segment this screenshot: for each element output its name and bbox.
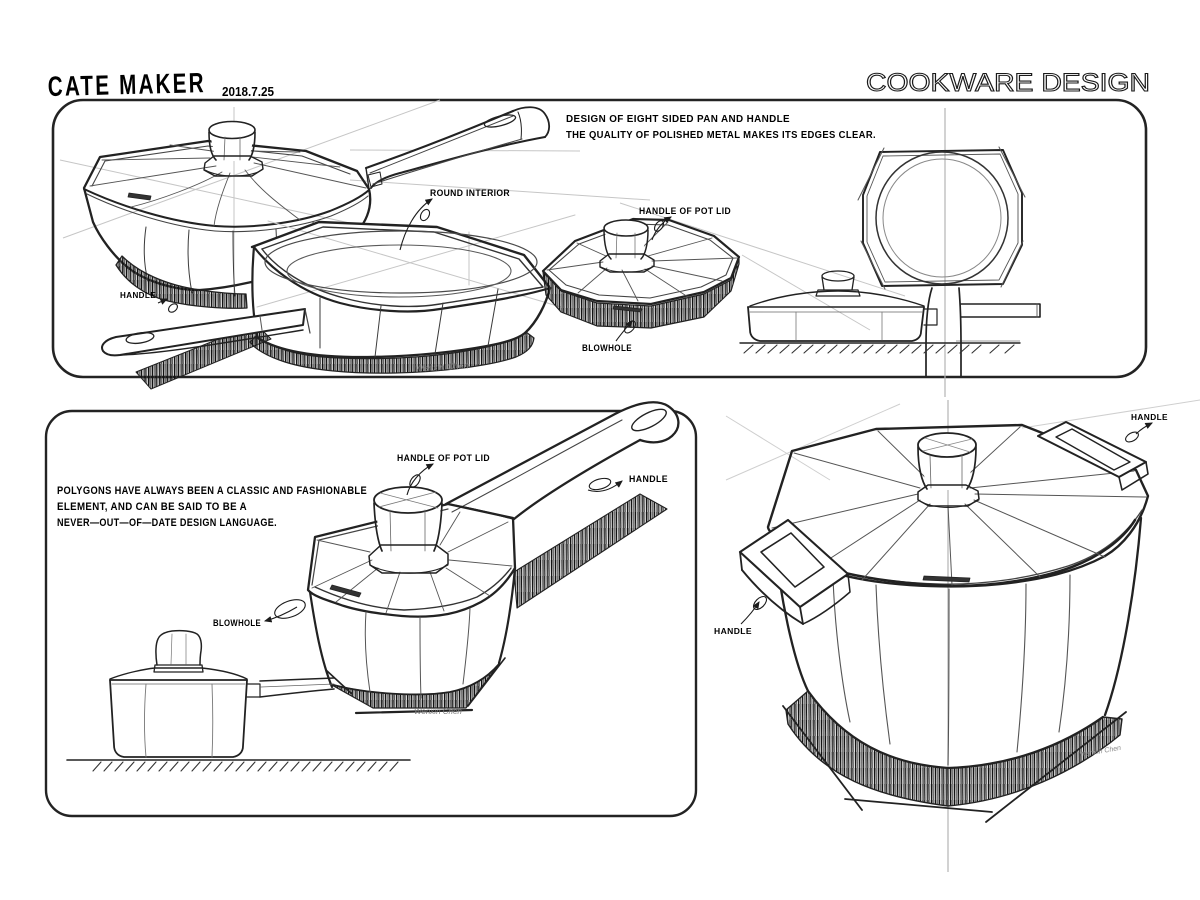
svg-text:HANDLE: HANDLE <box>120 290 156 300</box>
svg-text:HANDLE OF POT LID: HANDLE OF POT LID <box>397 453 490 463</box>
svg-text:Wenxin Chen: Wenxin Chen <box>414 707 462 716</box>
svg-text:HANDLE: HANDLE <box>714 626 752 636</box>
svg-text:ROUND INTERIOR: ROUND INTERIOR <box>430 188 510 199</box>
svg-text:ELEMENT, AND CAN BE SAID TO BE: ELEMENT, AND CAN BE SAID TO BE A <box>57 501 247 513</box>
svg-text:CATE MAKER: CATE MAKER <box>47 67 206 102</box>
svg-text:THE QUALITY OF POLISHED METAL: THE QUALITY OF POLISHED METAL MAKES ITS … <box>566 129 876 141</box>
svg-text:DESIGN OF EIGHT SIDED PAN AND: DESIGN OF EIGHT SIDED PAN AND HANDLE <box>566 113 790 125</box>
svg-text:BLOWHOLE: BLOWHOLE <box>582 343 632 353</box>
svg-text:POLYGONS HAVE ALWAYS BEEN A CL: POLYGONS HAVE ALWAYS BEEN A CLASSIC AND … <box>57 485 367 497</box>
svg-text:NEVER—OUT—OF—DATE DESIGN LANGU: NEVER—OUT—OF—DATE DESIGN LANGUAGE. <box>57 517 277 529</box>
svg-text:HANDLE: HANDLE <box>629 474 668 484</box>
svg-text:Wenxin Chen: Wenxin Chen <box>414 360 468 374</box>
svg-text:HANDLE: HANDLE <box>1131 413 1168 422</box>
svg-text:BLOWHOLE: BLOWHOLE <box>213 618 261 628</box>
svg-text:COOKWARE DESIGN: COOKWARE DESIGN <box>866 69 1150 97</box>
svg-text:HANDLE OF POT LID: HANDLE OF POT LID <box>639 206 731 216</box>
svg-text:2018.7.25: 2018.7.25 <box>222 85 274 99</box>
